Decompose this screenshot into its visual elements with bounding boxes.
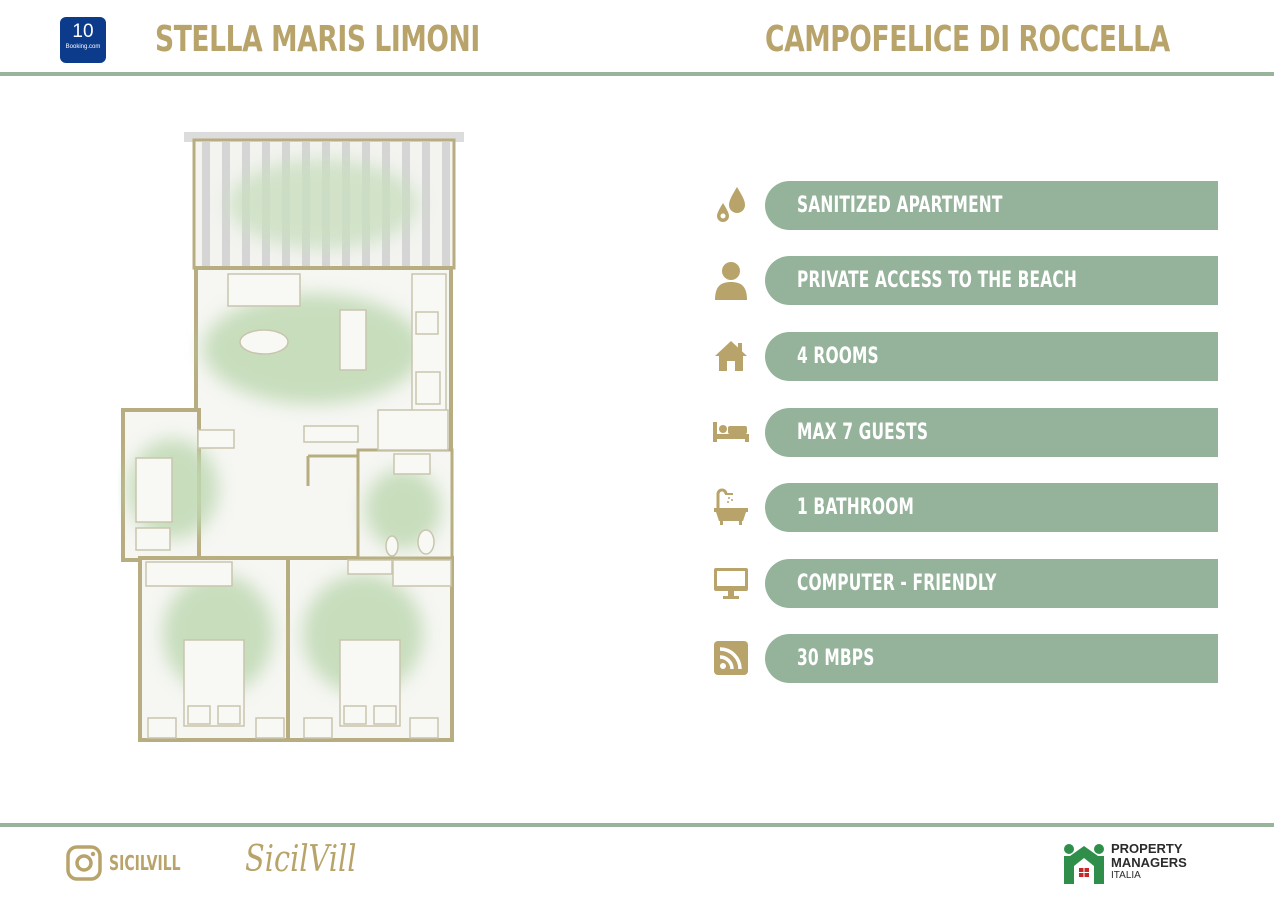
property-managers-wordmark: PROPERTY MANAGERS ITALIA (1111, 842, 1187, 882)
amenity-bar: SANITIZED APARTMENT (765, 181, 1218, 230)
amenity-label: 30 MBPS (797, 646, 875, 671)
property-managers-logo-icon (1064, 844, 1104, 884)
amenity-item: 1 BATHROOM (712, 483, 1220, 533)
instagram-handle[interactable]: SICILVILL (109, 851, 181, 875)
pm-line1: PROPERTY (1111, 841, 1183, 856)
header-divider (0, 72, 1274, 76)
amenity-bar: COMPUTER - FRIENDLY (765, 559, 1218, 608)
floor-plan (121, 132, 464, 742)
footer-divider (0, 823, 1274, 827)
amenity-bar: PRIVATE ACCESS TO THE BEACH (765, 256, 1218, 305)
sicilvill-signature-logo: SicilVill (245, 839, 357, 880)
amenity-item: PRIVATE ACCESS TO THE BEACH (712, 256, 1220, 306)
amenity-bar: 4 ROOMS (765, 332, 1218, 381)
amenity-bar: MAX 7 GUESTS (765, 408, 1218, 457)
terrace (184, 132, 464, 270)
person-icon (712, 261, 750, 300)
amenity-item: MAX 7 GUESTS (712, 408, 1220, 458)
instagram-icon[interactable] (66, 845, 102, 881)
furniture (135, 273, 452, 739)
pm-line2: MANAGERS (1111, 855, 1187, 870)
amenity-label: MAX 7 GUESTS (797, 420, 929, 445)
amenity-item: 4 ROOMS (712, 332, 1220, 382)
house-icon (712, 337, 750, 375)
bathtub-icon (712, 488, 750, 526)
water-drops-icon (712, 186, 750, 224)
booking-rating-badge: 10 Booking.com (60, 17, 106, 63)
amenity-bar: 1 BATHROOM (765, 483, 1218, 532)
rating-score: 10 (72, 21, 94, 42)
pm-line3: ITALIA (1111, 870, 1141, 881)
amenity-item: 30 MBPS (712, 634, 1220, 684)
amenity-label: 1 BATHROOM (797, 495, 915, 520)
property-location: CAMPOFELICE DI ROCCELLA (765, 19, 1170, 60)
amenity-item: SANITIZED APARTMENT (712, 181, 1220, 231)
wifi-rss-icon (712, 639, 750, 677)
amenity-label: 4 ROOMS (797, 344, 879, 369)
amenity-bar: 30 MBPS (765, 634, 1218, 683)
rating-brand: Booking.com (65, 44, 101, 50)
amenity-label: PRIVATE ACCESS TO THE BEACH (797, 268, 1077, 293)
property-name: STELLA MARIS LIMONI (155, 19, 480, 60)
bed-icon (712, 413, 750, 451)
amenity-label: COMPUTER - FRIENDLY (797, 571, 997, 596)
amenity-item: COMPUTER - FRIENDLY (712, 559, 1220, 609)
amenity-label: SANITIZED APARTMENT (797, 193, 1003, 218)
monitor-icon (712, 564, 750, 602)
